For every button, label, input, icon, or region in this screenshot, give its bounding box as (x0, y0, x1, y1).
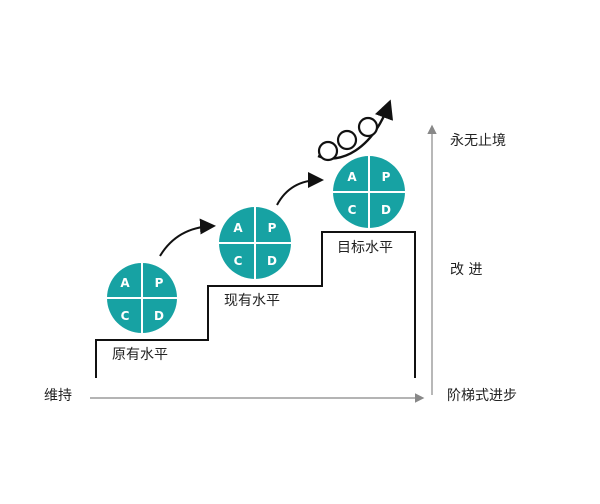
quadrant-p: P (268, 221, 277, 235)
curved-arrow-icon (276, 172, 324, 206)
quadrant-a: A (120, 276, 130, 290)
axis-vertical-top-label: 永无止境 (450, 133, 506, 149)
quadrant-c: C (234, 254, 243, 268)
pdca-circle-icon: A P C D (333, 156, 405, 228)
quadrant-d: D (154, 309, 164, 323)
axis-end-label: 阶梯式进步 (447, 388, 517, 404)
quadrant-p: P (382, 170, 391, 184)
level-label-current: 现有水平 (224, 293, 280, 309)
rolling-balls-icon (317, 99, 394, 162)
quadrant-d: D (381, 203, 391, 217)
level-label-target: 目标水平 (337, 240, 393, 256)
quadrant-c: C (348, 203, 357, 217)
axis-start-label: 维持 (44, 388, 72, 404)
quadrant-a: A (233, 221, 243, 235)
pdca-circle-icon: A P C D (107, 263, 177, 333)
level-label-original: 原有水平 (112, 347, 168, 363)
quadrant-d: D (267, 254, 277, 268)
axis-vertical-mid-label: 改 进 (450, 262, 483, 278)
quadrant-a: A (347, 170, 357, 184)
curved-arrow-icon (159, 218, 216, 257)
staircase-outline (95, 231, 416, 378)
quadrant-p: P (155, 276, 164, 290)
pdca-circle-icon: A P C D (219, 207, 291, 279)
quadrant-c: C (121, 309, 130, 323)
